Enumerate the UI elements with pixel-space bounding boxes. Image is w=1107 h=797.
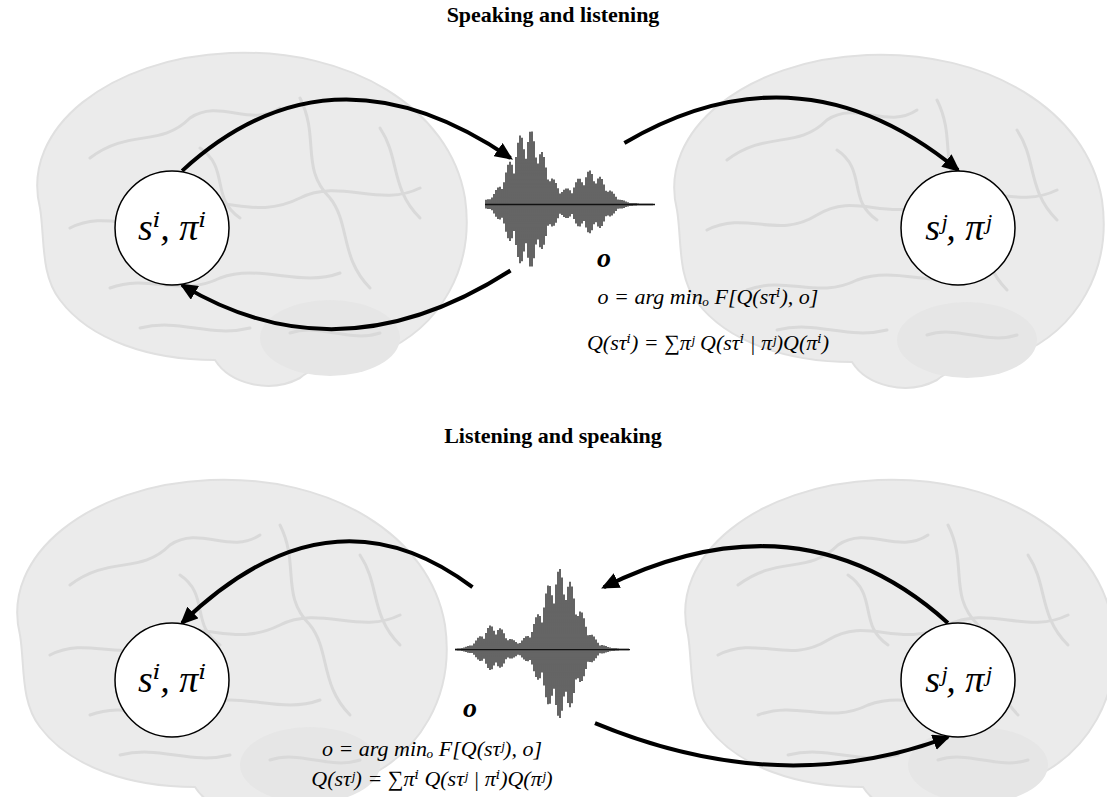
equation: Q(sτⁱ) = ∑πʲ Q(sτⁱ | πʲ)Q(πⁱ) — [587, 330, 829, 355]
waveform-trace — [485, 132, 655, 267]
speech-signal: o — [485, 128, 655, 278]
waveform-trace — [455, 569, 630, 718]
panel-title: Listening and speaking — [444, 423, 662, 448]
signal-label: o — [597, 244, 611, 272]
speech-arrow — [182, 541, 472, 623]
state-circle: sⁱ, πⁱ — [114, 170, 230, 286]
speech-waveform — [455, 568, 630, 728]
state-label: sⁱ, πⁱ — [138, 659, 206, 701]
state-circle: sʲ, πʲ — [900, 622, 1016, 738]
speech-arrow — [182, 100, 510, 171]
equation: o = arg minₒ F[Q(sτⁱ), o] — [598, 284, 819, 309]
panel-title: Speaking and listening — [447, 2, 660, 27]
state-label: sⁱ, πⁱ — [138, 207, 206, 249]
state-label: sʲ, πʲ — [925, 659, 990, 701]
state-circle: sⁱ, πⁱ — [114, 622, 230, 738]
signal-label: o — [463, 694, 477, 722]
state-circle: sʲ, πʲ — [900, 170, 1016, 286]
equation: o = arg minₒ F[Q(sτʲ), o] — [322, 736, 542, 761]
state-label: sʲ, πʲ — [925, 207, 990, 249]
speech-waveform — [485, 128, 655, 278]
equation: Q(sτʲ) = ∑πⁱ Q(sτʲ | πⁱ)Q(πʲ) — [311, 766, 552, 791]
speech-arrow — [624, 97, 958, 170]
speech-signal: o — [455, 568, 630, 728]
speech-arrow — [604, 546, 948, 623]
speech-arrow — [595, 723, 948, 765]
speech-arrow — [182, 271, 510, 330]
